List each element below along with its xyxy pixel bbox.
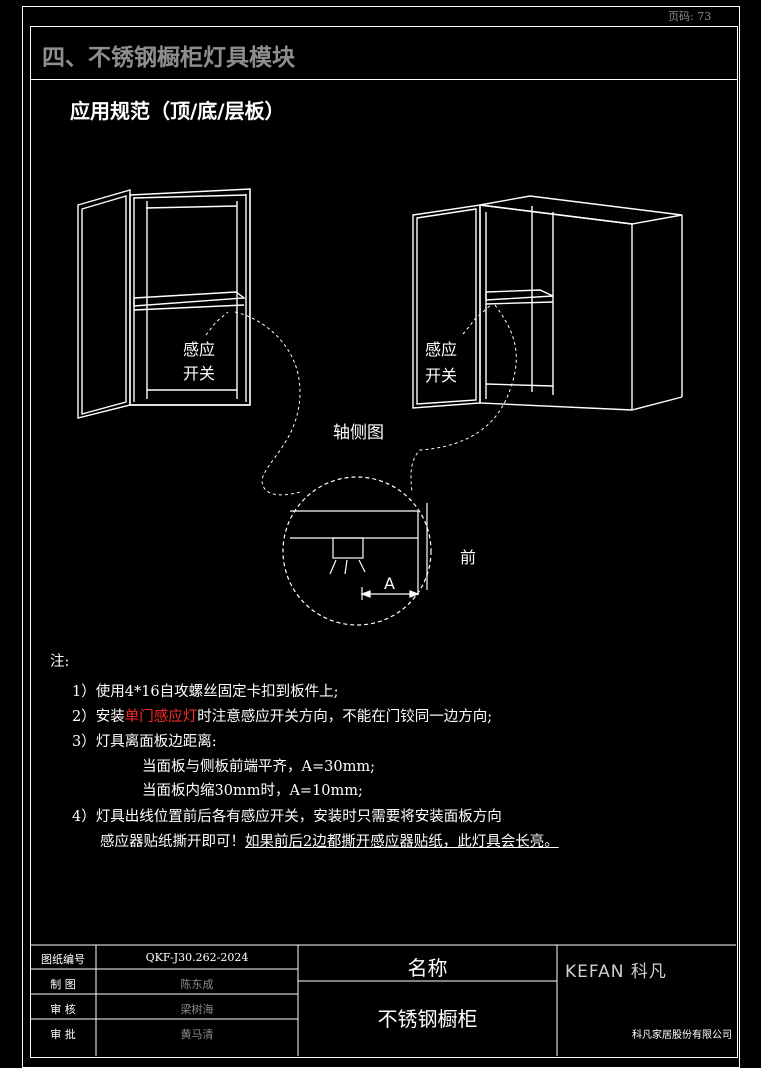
name-value: 不锈钢橱柜 — [377, 1007, 478, 1031]
left-sensor-label-2: 开关 — [183, 364, 216, 383]
drawing-no-value: QKF-J30.262-2024 — [145, 951, 249, 964]
drawing-no-label: 图纸编号 — [41, 953, 85, 966]
left-sensor-label-1: 感应 — [183, 340, 216, 359]
dimension-a-label: A — [384, 574, 395, 593]
review-label: 审 核 — [50, 1003, 76, 1016]
right-sensor-label-2: 开关 — [425, 366, 458, 385]
notes-heading: 注: — [50, 654, 70, 670]
note-2-highlight: 单门感应灯 — [124, 709, 198, 725]
note-4-plain: 感应器贴纸撕开即可！ — [100, 834, 245, 850]
note-4-line-2: 感应器贴纸撕开即可！如果前后2边都撕开感应器贴纸，此灯具会长亮。 — [100, 835, 559, 850]
approve-label: 审 批 — [50, 1028, 76, 1041]
drawn-label: 制 图 — [50, 978, 76, 991]
title-banner — [30, 26, 738, 80]
note-2-prefix: 2）安装 — [72, 709, 125, 725]
front-label: 前 — [460, 548, 477, 567]
note-3a: 当面板与侧板前端平齐，A=30mm; — [142, 759, 375, 775]
approve-value: 黄马清 — [180, 1028, 214, 1041]
cabinet-diagram — [77, 188, 683, 626]
view-label: 轴侧图 — [333, 423, 384, 443]
section-title: 四、不锈钢橱柜灯具模块 — [42, 44, 295, 71]
note-3: 3）灯具离面板边距离: — [72, 734, 217, 750]
drawn-value: 陈东成 — [180, 978, 214, 991]
company-name: 科凡家居股份有限公司 — [632, 1030, 732, 1041]
note-3b: 当面板内缩30mm时，A=10mm; — [142, 783, 363, 799]
note-1: 1）使用4*16自攻螺丝固定卡扣到板件上; — [72, 684, 339, 700]
right-sensor-label-1: 感应 — [425, 340, 458, 359]
detail-circle — [282, 476, 432, 626]
note-2: 2）安装单门感应灯时注意感应开关方向，不能在门铰同一边方向; — [72, 710, 492, 725]
sub-title: 应用规范（顶/底/层板） — [70, 99, 285, 123]
notes-block: 注: 1）使用4*16自攻螺丝固定卡扣到板件上; 2）安装单门感应灯时注意感应开… — [50, 655, 730, 865]
left-cabinet-drawing — [77, 188, 251, 419]
note-4-underlined: 如果前后2边都撕开感应器贴纸，此灯具会长亮。 — [245, 834, 559, 850]
review-value: 梁树海 — [180, 1003, 214, 1016]
brand-logo: KEFAN 科凡 — [565, 962, 667, 982]
note-4-line-1: 4）灯具出线位置前后各有感应开关，安装时只需要将安装面板方向 — [72, 809, 502, 825]
note-2-suffix: 时注意感应开关方向，不能在门铰同一边方向; — [197, 709, 493, 725]
right-cabinet-drawing — [412, 195, 683, 411]
name-label: 名称 — [407, 956, 448, 980]
page-number: 页码: 73 — [668, 10, 712, 23]
